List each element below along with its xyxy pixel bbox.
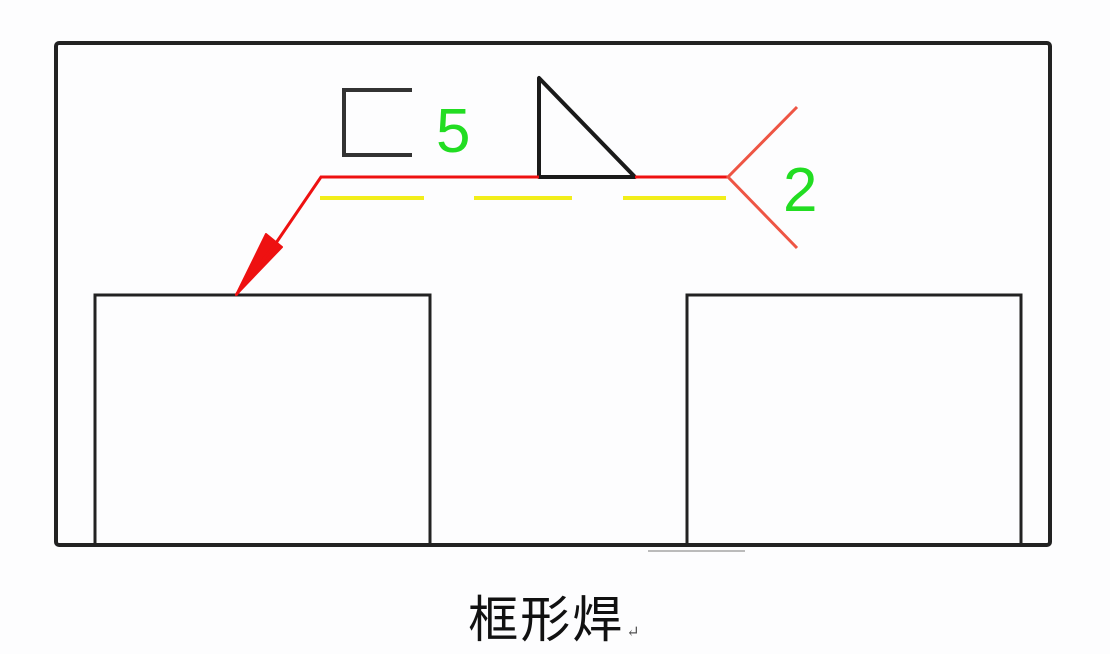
outer-frame bbox=[54, 41, 1052, 547]
count-label: 2 bbox=[783, 156, 817, 225]
leg-size-label: 5 bbox=[436, 97, 470, 166]
tail-icon bbox=[725, 105, 799, 250]
arrow-shaft bbox=[234, 242, 278, 296]
return-mark-icon: ↵ bbox=[626, 622, 642, 641]
reference-line bbox=[274, 175, 539, 244]
caption: 框形焊↵ bbox=[0, 580, 1110, 652]
caption-text: 框形焊 bbox=[468, 591, 625, 649]
right-workpiece bbox=[685, 293, 1023, 545]
left-workpiece bbox=[93, 293, 432, 545]
fillet-weld-icon bbox=[537, 76, 637, 179]
frame-contour-icon bbox=[342, 88, 412, 157]
